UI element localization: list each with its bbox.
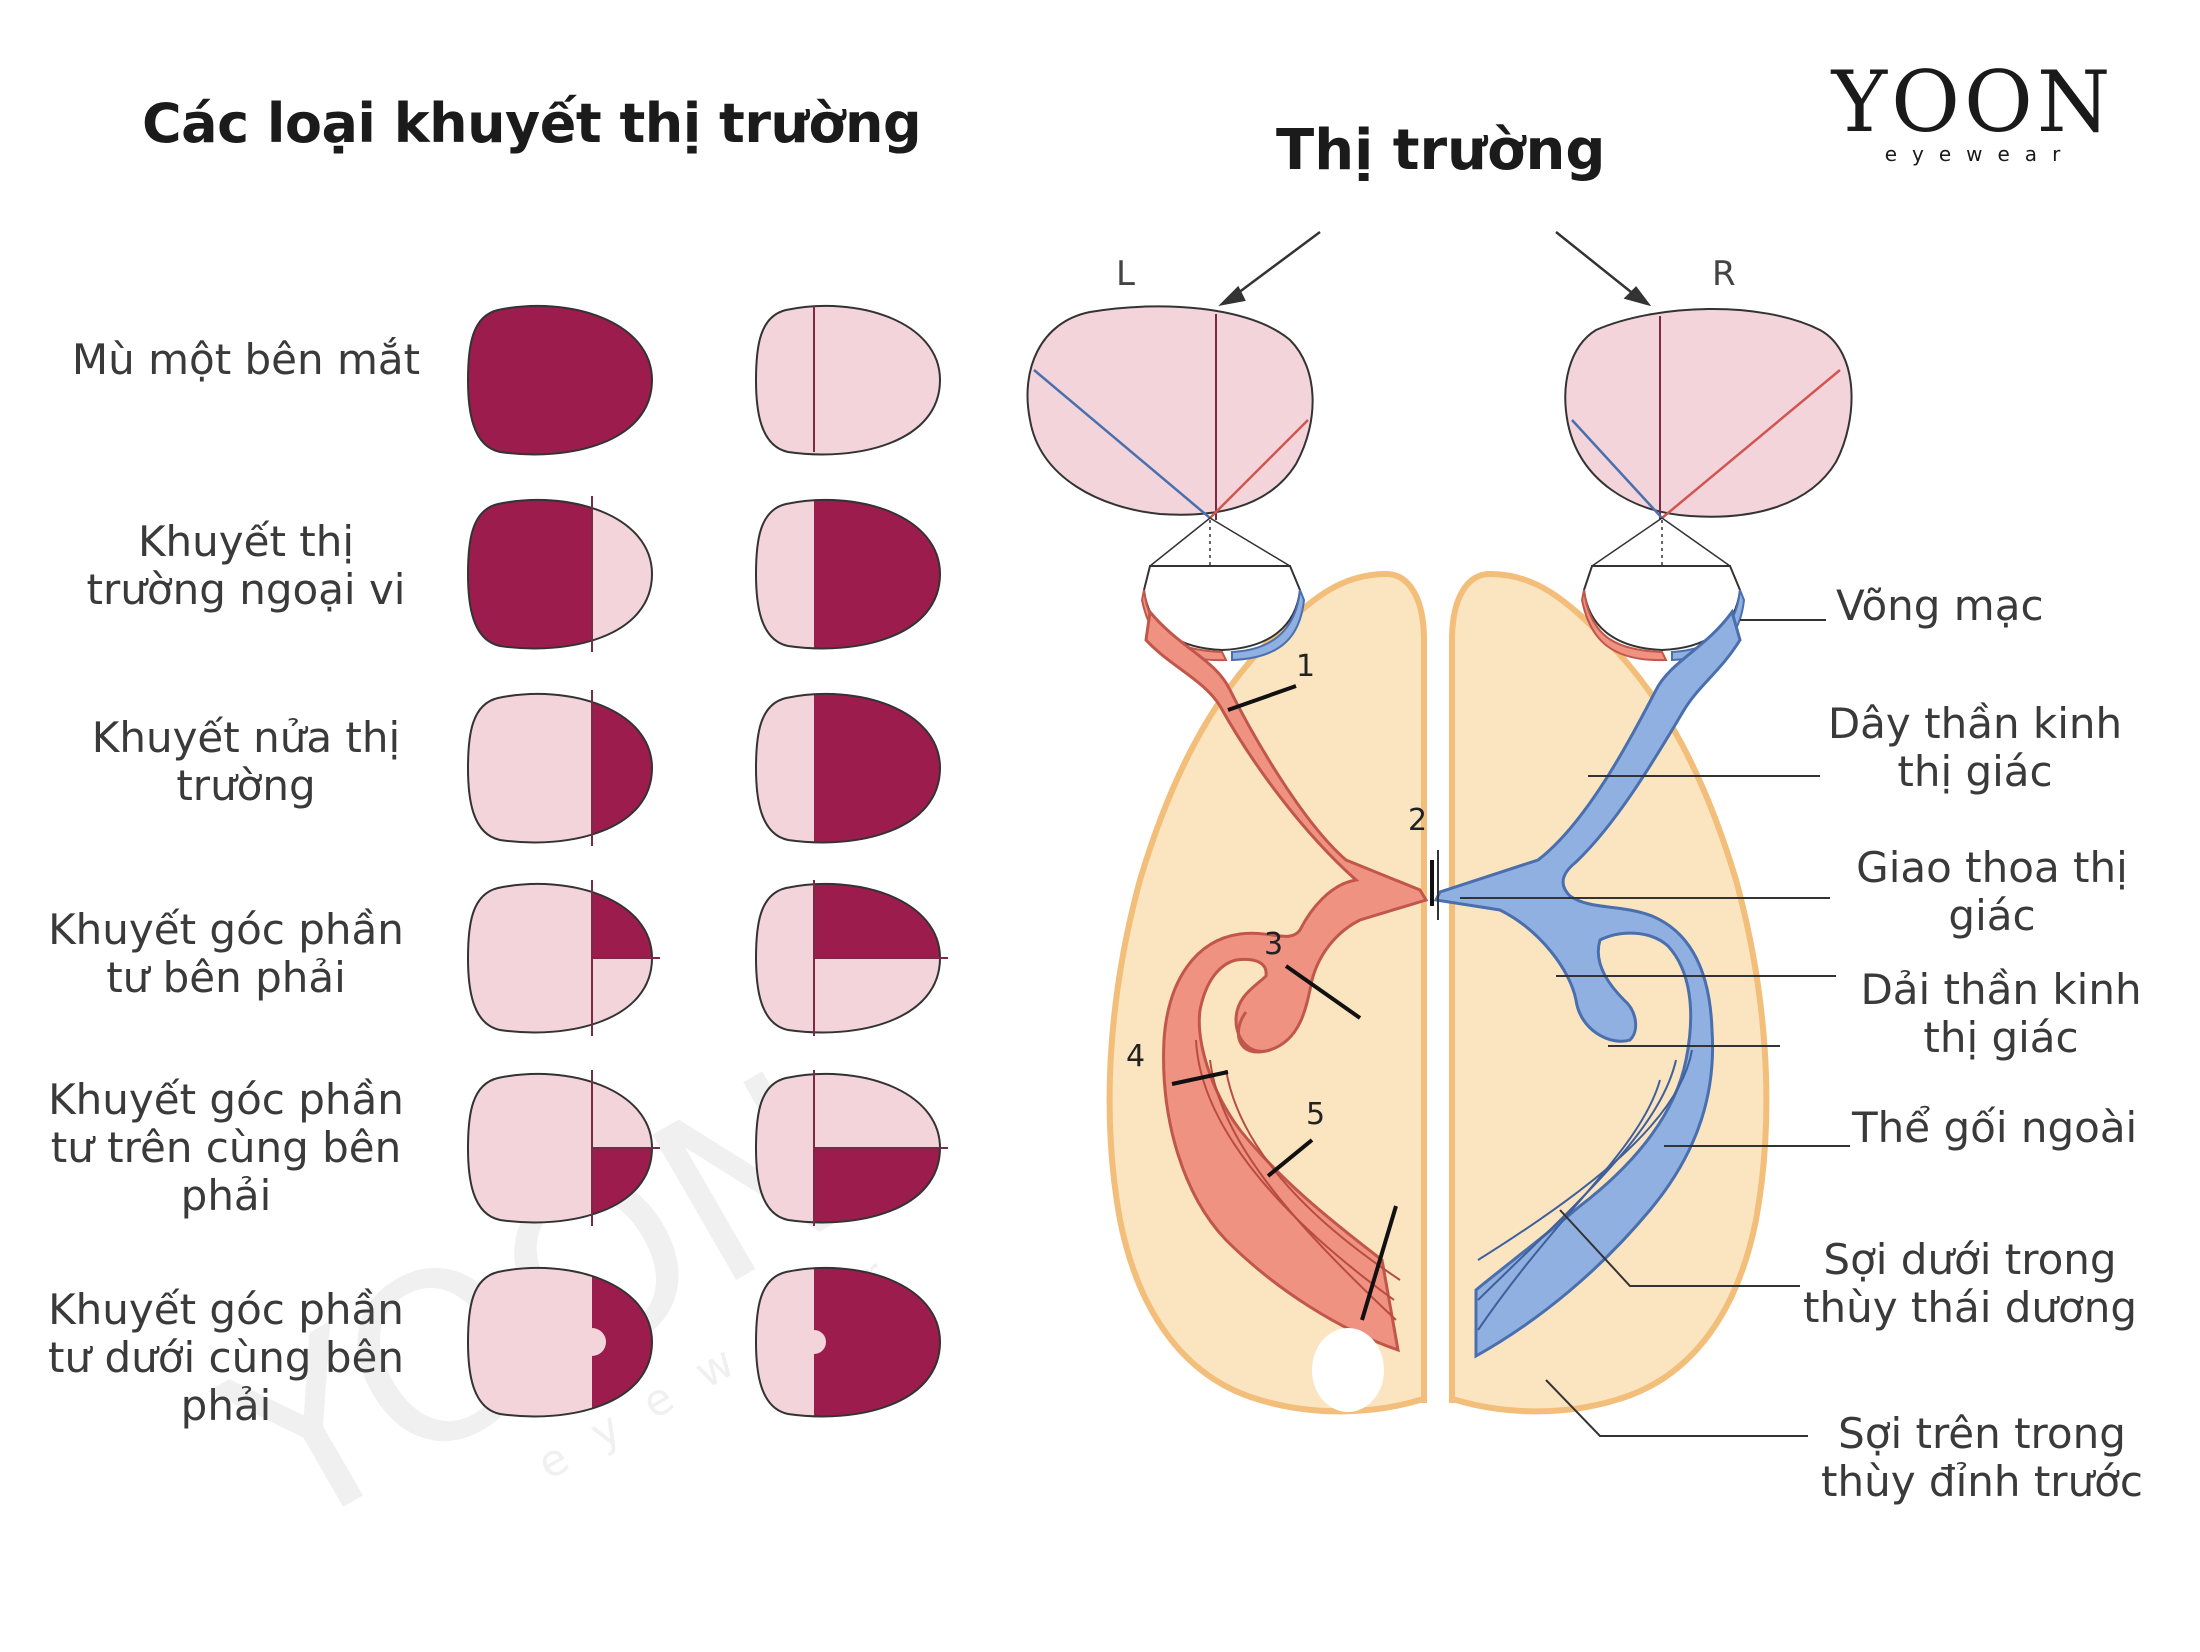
right-eye-field bbox=[1564, 308, 1853, 520]
right-eye bbox=[1580, 565, 1746, 662]
field-row3-left bbox=[466, 690, 654, 846]
page-title: Các loại khuyết thị trường bbox=[142, 92, 922, 155]
label-retina: Võng mạc bbox=[1836, 581, 2044, 630]
lesion-number-3: 3 bbox=[1264, 927, 1283, 962]
left-eye-label: L bbox=[1116, 254, 1135, 294]
field-row2-right bbox=[754, 498, 942, 650]
field-row4-right bbox=[754, 880, 948, 1036]
right-eye-label: R bbox=[1712, 254, 1736, 294]
label-parietal-fibers: Sợi trên trong thùy đỉnh trước bbox=[1821, 1409, 2143, 1506]
row-label-right-quadrant: Khuyết góc phần tư bên phải bbox=[48, 905, 404, 1002]
brand-logo: YOON eyewear bbox=[1808, 60, 2138, 166]
field-row4-left bbox=[466, 880, 660, 1036]
occipital-spot bbox=[1312, 1328, 1384, 1412]
lesion-numbers: 1 2 3 4 5 bbox=[1126, 649, 1427, 1132]
right-visual-pathway bbox=[1433, 608, 1742, 1359]
label-lateral-geniculate: Thể gối ngoài bbox=[1852, 1103, 2138, 1152]
label-optic-tract: Dải thần kinh thị giác bbox=[1860, 965, 2142, 1062]
field-row6-left bbox=[466, 1266, 654, 1418]
field-row3-right bbox=[754, 692, 942, 844]
left-eye-field bbox=[1026, 305, 1314, 520]
title-arrows bbox=[1218, 230, 1652, 307]
lesion-number-5: 5 bbox=[1306, 1097, 1325, 1132]
row-label-lower-right-quadrant: Khuyết góc phần tư dưới cùng bên phải bbox=[48, 1285, 404, 1430]
row-label-hemianopia: Khuyết nửa thị trường bbox=[91, 713, 401, 810]
lesion-number-2: 2 bbox=[1408, 803, 1427, 838]
label-leader-lines bbox=[1460, 619, 1850, 1437]
logo-tagline: eyewear bbox=[1884, 142, 2076, 166]
field-row1-left bbox=[466, 304, 654, 456]
label-optic-nerve: Dây thần kinh thị giác bbox=[1827, 699, 2123, 796]
row-label-upper-right-quadrant: Khuyết góc phần tư trên cùng bên phải bbox=[48, 1075, 404, 1220]
field-row1-right bbox=[754, 304, 942, 456]
visual-field-title: Thị trường bbox=[1276, 118, 1606, 183]
lesion-number-1: 1 bbox=[1296, 649, 1315, 684]
logo-wordmark: YOON bbox=[1831, 53, 2115, 151]
field-row2-left bbox=[466, 496, 654, 652]
lesion-markers bbox=[1171, 684, 1434, 1321]
label-optic-chiasm: Giao thoa thị giác bbox=[1856, 843, 2128, 940]
row-label-monocular-blindness: Mù một bên mắt bbox=[71, 335, 421, 384]
label-temporal-fibers: Sợi dưới trong thùy thái dương bbox=[1802, 1235, 2137, 1332]
left-visual-pathway bbox=[1144, 608, 1429, 1353]
row-label-peripheral-defect: Khuyết thị trường ngoại vi bbox=[86, 517, 406, 614]
lesion-number-4: 4 bbox=[1126, 1039, 1145, 1074]
field-row5-right bbox=[754, 1070, 948, 1226]
